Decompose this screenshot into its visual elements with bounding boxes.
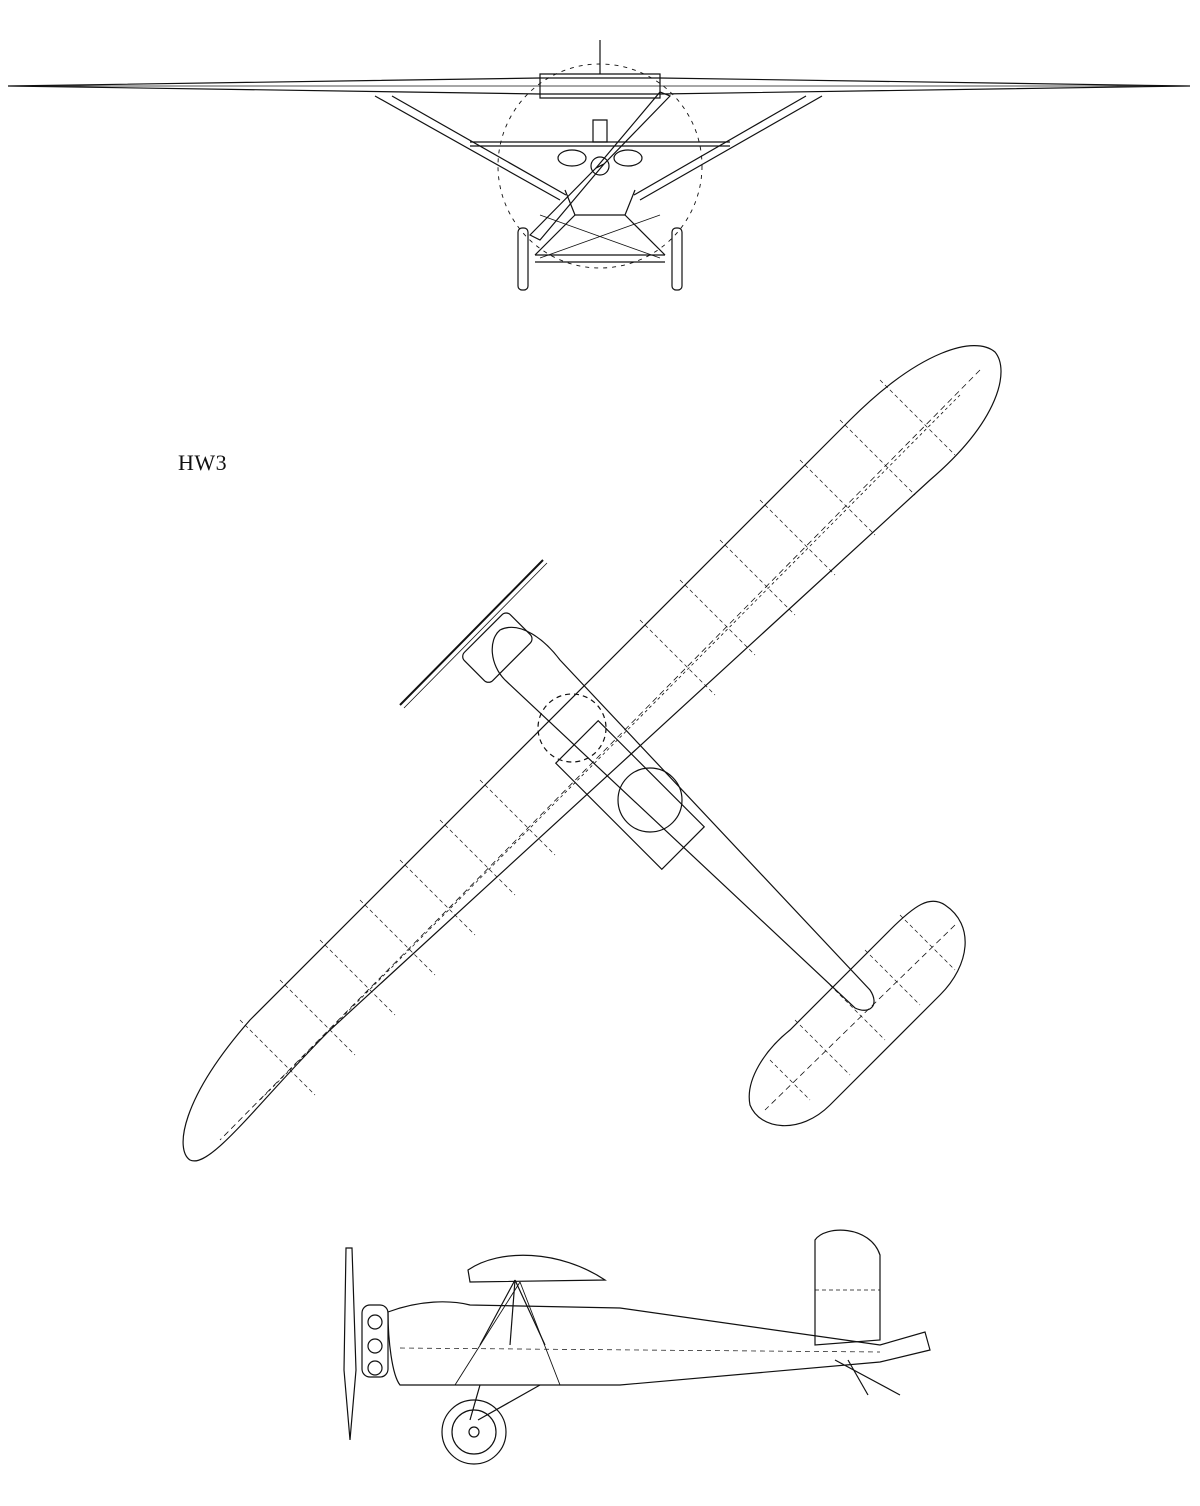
front-wheel-left [518, 228, 528, 290]
propeller-blade [530, 164, 604, 240]
propeller-blade [596, 92, 670, 168]
front-view [8, 40, 1190, 290]
top-propeller [400, 560, 543, 705]
side-parasol-wing [468, 1255, 605, 1282]
side-view [344, 1230, 930, 1464]
side-wheel [442, 1400, 506, 1464]
side-fin-rudder [815, 1230, 880, 1345]
aircraft-designation-label: HW3 [178, 450, 228, 475]
front-strut-left [375, 96, 560, 200]
top-wing [183, 346, 1001, 1161]
side-fuselage [388, 1302, 930, 1385]
propeller-disc [498, 64, 702, 268]
side-propeller [344, 1248, 356, 1440]
front-wheel-right [672, 228, 682, 290]
top-tailplane [749, 901, 965, 1125]
top-cockpit [618, 768, 682, 832]
top-fuselage [492, 627, 874, 1010]
top-view [183, 346, 1001, 1161]
front-strut-right [640, 96, 822, 200]
